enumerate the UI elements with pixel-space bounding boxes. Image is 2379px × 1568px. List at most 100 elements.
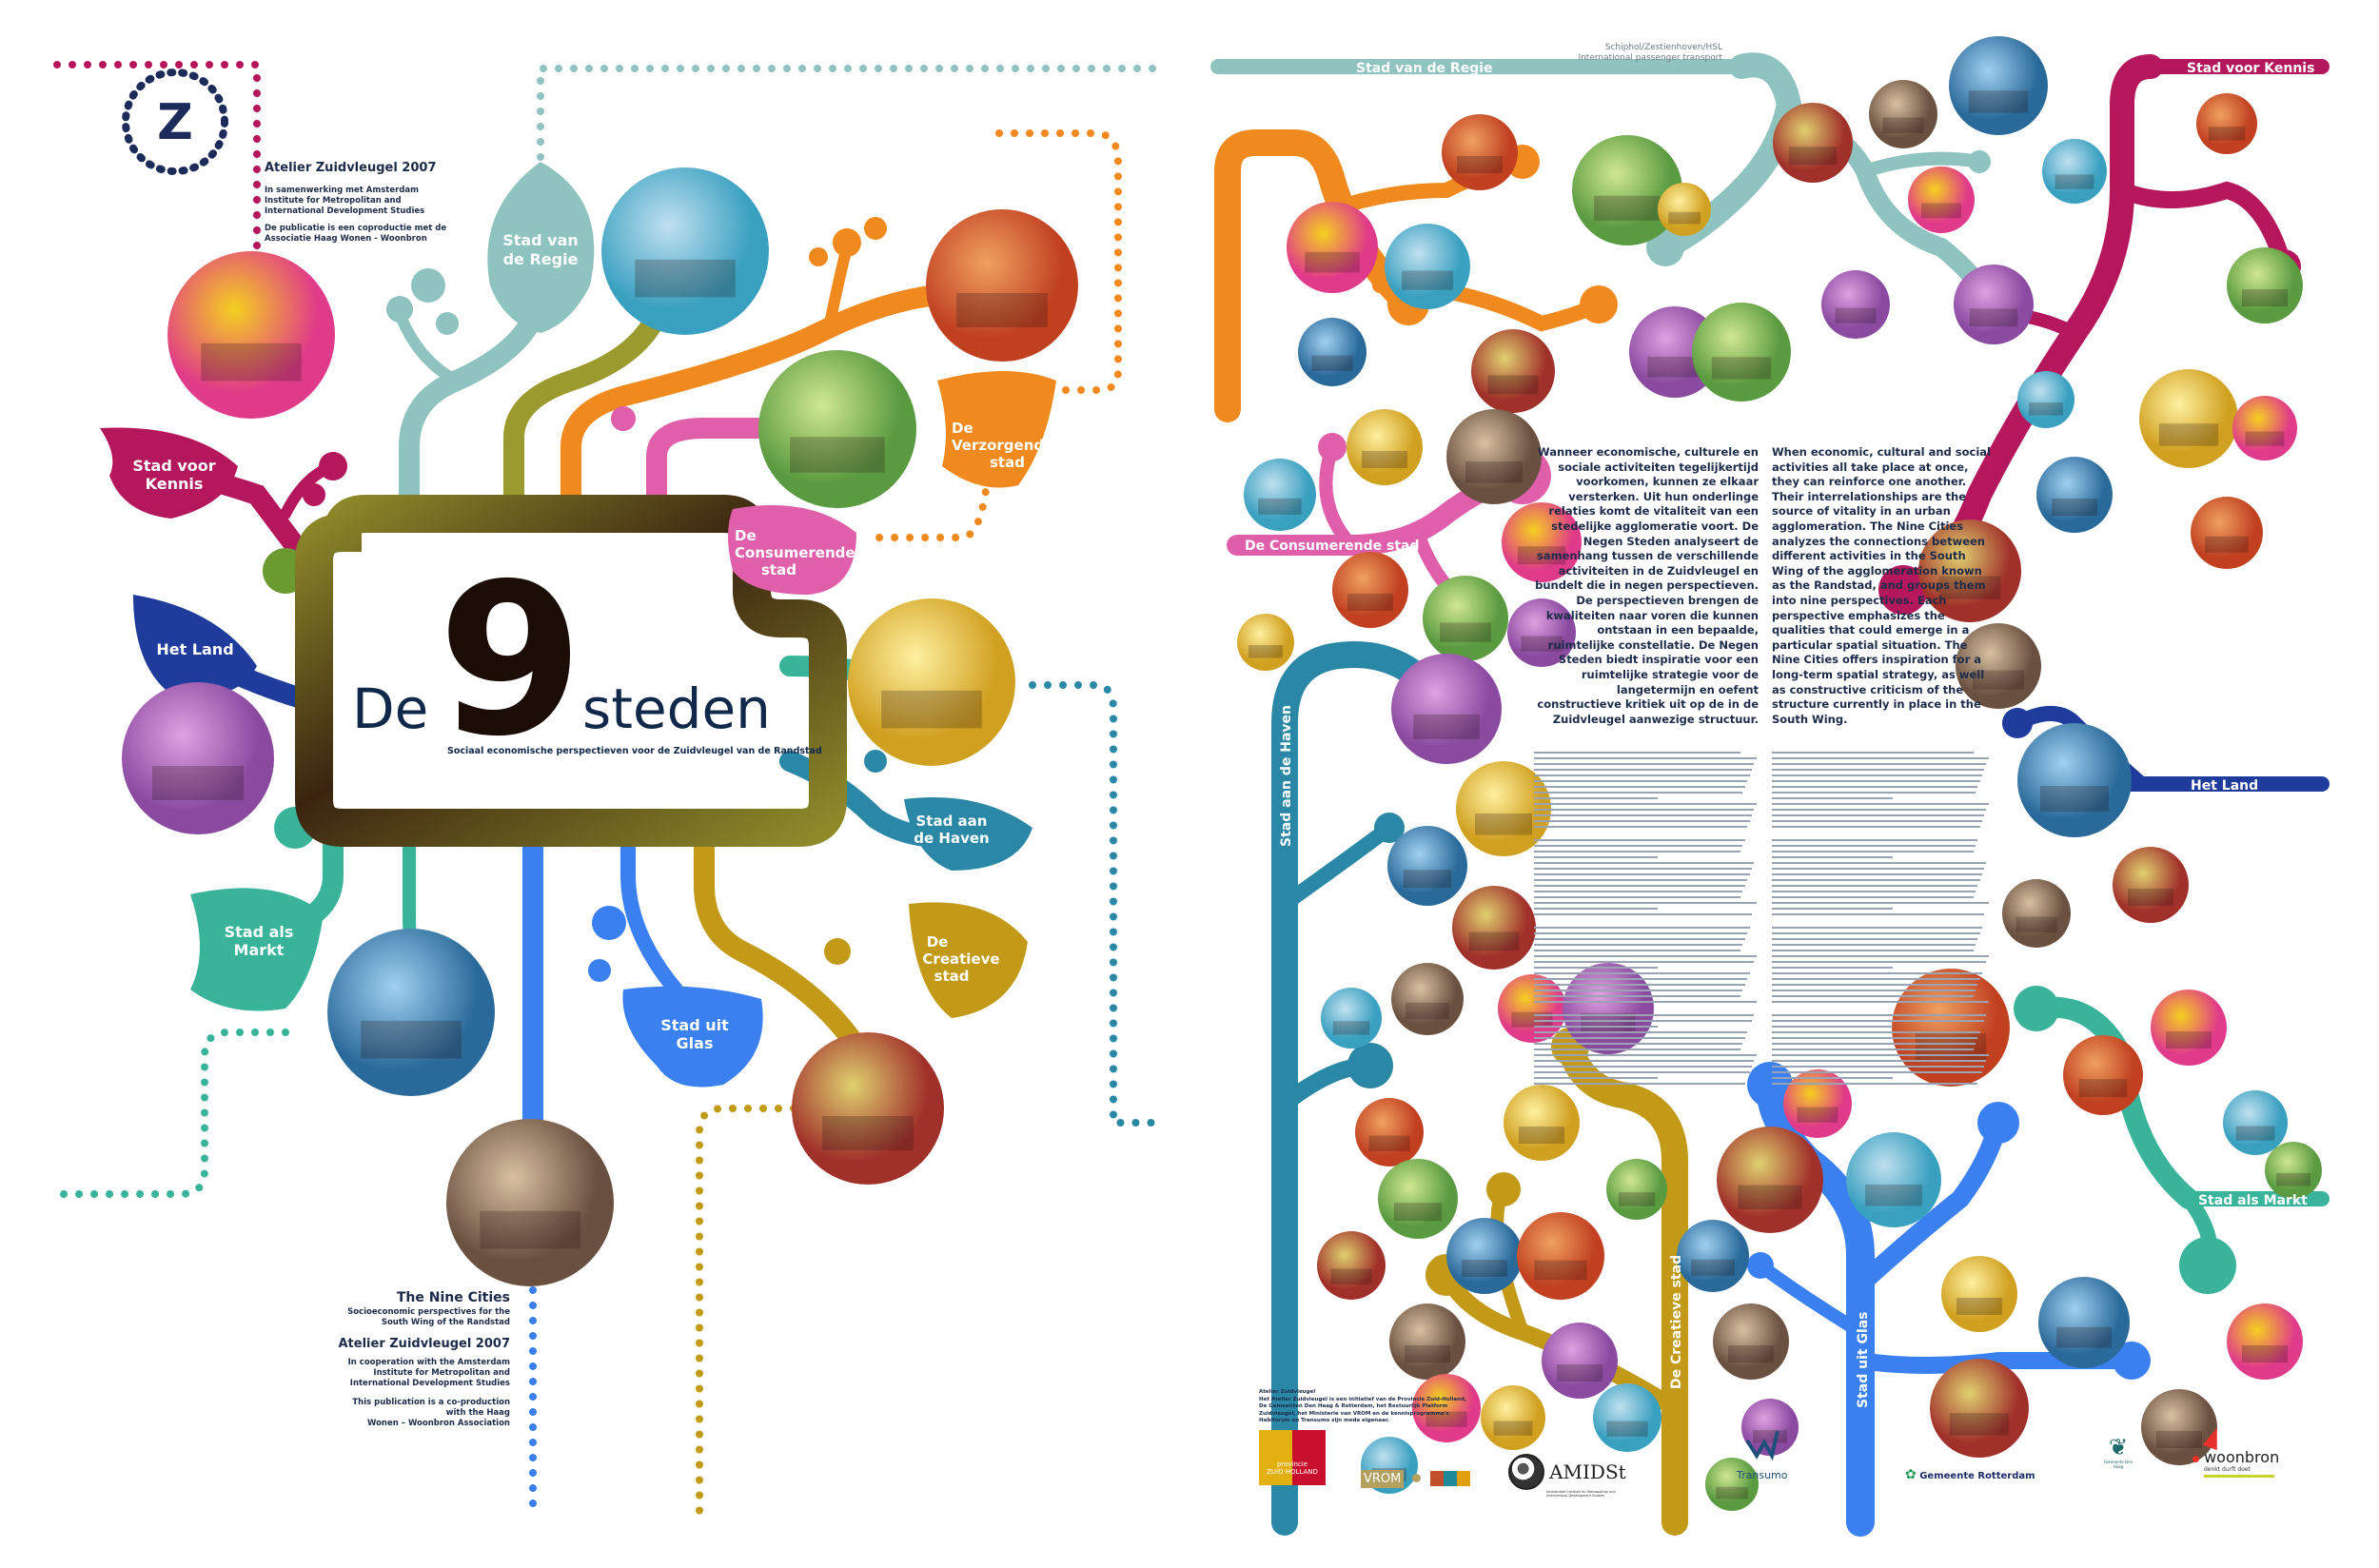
photo-collage-circle [1456, 761, 1551, 856]
photo-collage-circle [1941, 1256, 2017, 1332]
body-text-line [1772, 763, 1987, 765]
schiphol-label: Schiphol/Zestienhoven/HSL [1605, 43, 1722, 52]
body-text-line [1534, 1020, 1752, 1022]
body-text-line [1772, 879, 1980, 881]
photo-silhouettes [1973, 670, 2024, 690]
photo-collage-circle [1502, 502, 1582, 582]
label-glas: Stad uit Glas [1856, 1311, 1871, 1408]
body-text-line [1772, 1054, 1989, 1056]
photo-silhouettes [2052, 499, 2097, 516]
body-text-line [1534, 896, 1741, 898]
photo-collage-circle [2139, 369, 2238, 468]
photo-silhouettes [1921, 203, 1961, 219]
photo-silhouettes [1406, 1002, 1449, 1019]
photo-silhouettes [2029, 402, 2063, 416]
body-text-line [1534, 820, 1750, 822]
body-text-line [1772, 984, 1978, 986]
branch-bud [588, 959, 611, 982]
body-text-line [1534, 1043, 1743, 1045]
branch-bud [303, 483, 325, 506]
photo-collage-circle [2223, 1090, 2288, 1155]
photo-collage-circle [1677, 1220, 1749, 1292]
branch-bud [592, 906, 626, 940]
body-text-line [1534, 972, 1750, 974]
body-text-line [1772, 1020, 1985, 1022]
body-text-line [1534, 1054, 1757, 1056]
photo-silhouettes [1475, 813, 1532, 835]
photo-silhouettes [2156, 1431, 2202, 1448]
photo-silhouettes [1393, 1203, 1443, 1222]
body-text-line [1534, 1001, 1757, 1003]
dotted-line-teal [537, 65, 1161, 161]
photo-silhouettes [2158, 423, 2219, 446]
back-tree-branches [1210, 52, 2330, 1537]
photo-silhouettes [152, 766, 244, 800]
body-text-line [1534, 763, 1755, 765]
intro-text-english: When economic, cultural and social activ… [1772, 445, 1991, 726]
photo-silhouettes [1557, 1364, 1602, 1382]
body-text-line [1534, 792, 1743, 794]
body-text-line [1534, 856, 1658, 858]
photo-silhouettes [1332, 1021, 1370, 1035]
body-text-line [1772, 1066, 1985, 1068]
branch-bud [833, 228, 861, 257]
logo-vrom: VROM [1361, 1468, 1470, 1488]
photo-collage-circle [167, 251, 335, 419]
body-text-line [1772, 932, 1980, 934]
photo-collage-circle [1956, 623, 2041, 709]
branch-bud [1374, 813, 1405, 843]
credits-dutch: Atelier Zuidvleugel 2007 In samenwerking… [265, 161, 446, 244]
photo-silhouettes [1330, 1268, 1372, 1284]
photo-silhouettes [1402, 270, 1453, 290]
body-text-line [1772, 803, 1989, 805]
photo-collage-circle [2017, 371, 2074, 428]
label-verzorgend: De Verzorgende stad [1260, 157, 1275, 315]
photo-silhouettes [2276, 1173, 2310, 1186]
svg-text:International Development Stud: International Development Studies [350, 1379, 510, 1388]
branch-bud [809, 247, 828, 266]
logo-gemeente-rotterdam: ✿ Gemeente Rotterdam [1905, 1467, 2035, 1482]
body-text-line [1772, 820, 1982, 822]
body-text-line [1534, 826, 1748, 828]
body-text-line [1534, 950, 1741, 951]
body-text-line [1534, 1037, 1745, 1039]
photo-collage-circle [2017, 723, 2132, 837]
body-text-line [1534, 944, 1743, 946]
photo-collage-circle [1385, 224, 1470, 309]
dotted-line-green [53, 1029, 289, 1198]
branch-bud [411, 268, 445, 303]
body-text-line [1772, 885, 1978, 887]
photo-collage-circle [1773, 103, 1853, 183]
photo-collage-circle [2265, 1142, 2322, 1199]
body-text-line [1534, 913, 1752, 915]
photo-silhouettes [1517, 546, 1566, 565]
body-text-line [1772, 978, 1980, 980]
photo-silhouettes [635, 259, 736, 298]
leaf-het-land[interactable]: Het Land [133, 595, 257, 696]
body-text-line [1534, 752, 1741, 754]
body-text-line [1772, 1071, 1982, 1073]
body-text-line [1772, 1026, 1893, 1028]
body-text-english [1772, 752, 1991, 1088]
photo-collage-circle [1717, 1127, 1823, 1233]
photo-silhouettes [1968, 90, 2029, 113]
photo-collage-circle [122, 682, 274, 834]
body-text-line [1534, 845, 1743, 847]
branch-bud [2014, 986, 2059, 1031]
body-text-line [1772, 845, 1976, 847]
body-text-line [1772, 1001, 1989, 1003]
body-text-line [1772, 967, 1893, 969]
body-text-line [1772, 1037, 1978, 1039]
